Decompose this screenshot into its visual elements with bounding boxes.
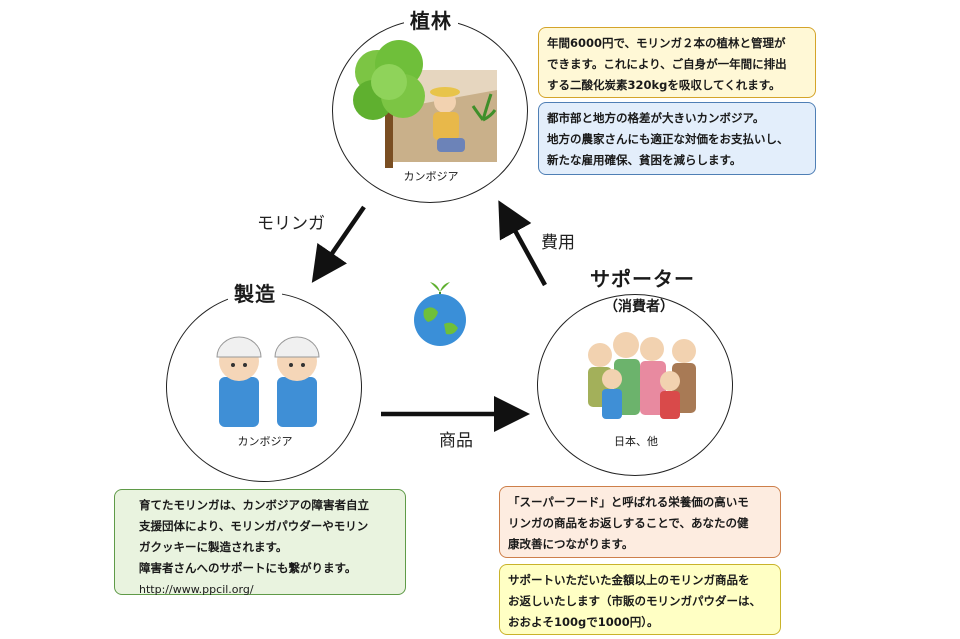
supporter-subtitle: （消費者） [604,299,674,315]
manufacturing-title: 製造 [228,278,282,307]
moringa-label: モリンガ [257,214,325,234]
note-line: 都市部と地方の格差が大きいカンボジア。 [547,111,765,125]
return-gift-note: サポートいただいた金額以上のモリンガ商品を お返しいたします（市販のモリンガパウ… [499,564,781,635]
note-line: 年間6000円で、モリンガ２本の植林と管理が [547,36,786,50]
note-line: 「スーパーフード」と呼ばれる栄養価の高いモ [508,495,749,509]
note-line: 地方の農家さんにも適正な対価をお支払いし、 [547,132,789,146]
supporter-circle: 日本、他 [537,294,733,476]
planting-illustration [353,40,497,168]
note-line: リンガの商品をお返しすることで、あなたの健 [508,516,749,530]
note-line: ガクッキーに製造されます。 [139,540,288,554]
note-line: 康改善につながります。 [508,537,634,551]
note-line: 障害者さんへのサポートにも繋がります。 [139,561,357,575]
cambodia-gap-note: 都市部と地方の格差が大きいカンボジア。 地方の農家さんにも適正な対価をお支払いし… [538,102,816,175]
superfood-note: 「スーパーフード」と呼ばれる栄養価の高いモ リンガの商品をお返しすることで、あな… [499,486,781,558]
note-line: 支援団体により、モリンガパウダーやモリン [139,519,369,533]
ppcil-link[interactable]: http://www.ppcil.org/ [139,583,254,596]
manufacturing-circle: カンボジア [166,292,362,482]
note-line: お返しいたします（市販のモリンガパウダーは、 [508,594,761,608]
note-line: 新たな雇用確保、貧困を減らします。 [547,153,742,167]
supporter-title: サポーター [584,263,701,292]
cost-label: 費用 [541,233,575,253]
workers-illustration [216,336,320,427]
planting-circle: カンボジア [332,19,528,203]
manufacturing-note: 育てたモリンガは、カンボジアの障害者自立 支援団体により、モリンガパウダーやモリ… [114,489,406,596]
supporter-caption: 日本、他 [614,435,658,448]
note-line: 育てたモリンガは、カンボジアの障害者自立 [139,498,369,512]
planting-title: 植林 [404,5,458,34]
note-line: する二酸化炭素320kgを吸収してくれます。 [547,78,781,92]
product-label: 商品 [439,431,473,451]
planting-cost-note: 年間6000円で、モリンガ２本の植林と管理が できます。これにより、ご自身が一年… [538,27,816,98]
earth-sprout-icon [414,282,466,346]
family-illustration [588,332,696,419]
note-line: おおよそ100gで1000円）。 [508,615,659,629]
planting-caption: カンボジア [403,170,459,183]
arrow-cost [498,200,547,287]
arrow-moringa [311,205,366,283]
note-line: サポートいただいた金額以上のモリンガ商品を [508,573,750,587]
note-line: できます。これにより、ご自身が一年間に排出 [547,57,787,71]
manufacturing-caption: カンボジア [237,435,293,448]
